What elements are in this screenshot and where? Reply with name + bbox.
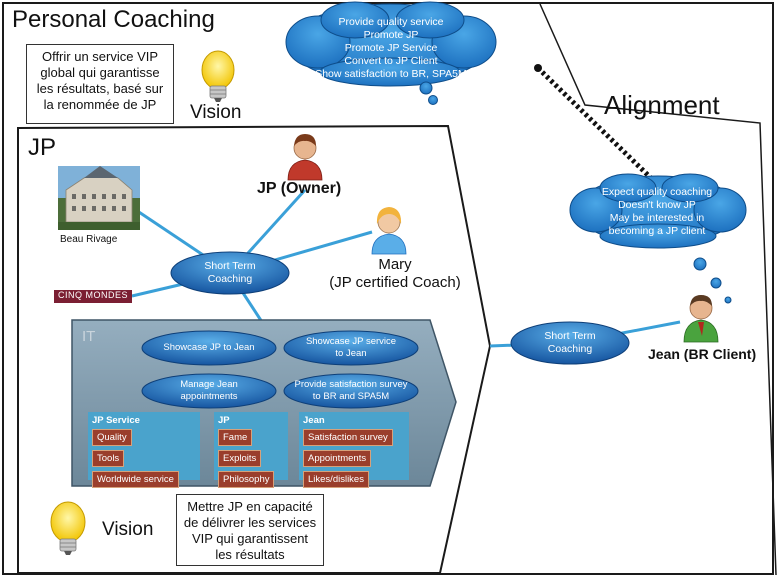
vision-top-line: la renommée de JP [43,97,157,112]
vision-bottom-line: Mettre JP en capacité [187,499,313,514]
stc-jean-line: Short Term [544,330,596,342]
stc-jean-line: Coaching [547,343,593,355]
it-action-line: Provide satisfaction survey [294,379,408,390]
beau-rivage-photo [58,166,140,230]
cloud-jp-line: Convert to JP Client [344,55,438,67]
category-item: Worldwide service [92,471,179,488]
cloud-jp-line: Provide quality service [338,16,444,28]
short-term-coaching-jp: Short Term Coaching [171,252,289,294]
category-title: Jean [303,415,325,426]
category-item: Quality [92,429,132,446]
client-label: Jean (BR Client) [648,346,757,362]
cinq-mondes-logo: CINQ MONDES [54,290,132,303]
jp-panel [17,124,492,574]
vision-statement-bottom: Mettre JP en capacité de délivrer les se… [176,494,324,566]
cloud-jean-line: Expect quality coaching [601,186,713,198]
vision-top-line: Offrir un service VIP [41,49,159,64]
category-title: JP Service [92,415,140,426]
it-action-line: Showcase JP service [305,336,397,347]
it-action-line: appointments [180,391,238,402]
vision-statement-top: Offrir un service VIP global qui garanti… [26,44,174,124]
owner-label: JP (Owner) [257,180,342,197]
category-jp: JP Fame Exploits Philosophy [214,412,288,488]
category-item: Likes/dislikes [303,471,369,488]
it-action-showcase-jp: Showcase JP to Jean [142,331,276,365]
cloud-jean-text: Expect quality coaching Doesn't know JP … [582,186,732,238]
vision-bottom-line: de délivrer les services [183,515,317,530]
category-item: Philosophy [218,471,275,488]
it-label: IT [82,328,96,345]
vision-top-line: les résultats, basé sur [36,81,164,96]
cloud-jean-line: becoming a JP client [608,225,706,237]
cloud-jean-shape [569,173,747,304]
category-item: Exploits [218,450,262,467]
it-action-line: Showcase JP to Jean [163,342,255,353]
alignment-link [536,66,657,184]
lightbulb-icon-top [201,50,235,102]
vision-bottom-line: les résultats [215,547,285,562]
jp-section-label: JP [28,134,57,161]
category-item: Satisfaction survey [303,429,393,446]
it-action-line: to BR and SPA5M [312,391,390,402]
person-icon-coach [371,207,407,255]
it-action-satisfaction-survey: Provide satisfaction survey to BR and SP… [284,374,418,408]
category-jp-service: JP Service Quality Tools Worldwide servi… [88,412,200,488]
cloud-jean-line: Doesn't know JP [618,199,696,211]
vision-label-bottom: Vision [102,519,154,540]
beau-rivage-label: Beau Rivage [60,234,118,245]
category-jean: Jean Satisfaction survey Appointments Li… [299,412,409,488]
category-item: Fame [218,429,253,446]
person-icon-owner [287,134,323,181]
page-title: Personal Coaching [12,6,215,33]
stc-jp-line: Coaching [207,273,253,285]
it-action-showcase-service: Showcase JP service to Jean [284,331,418,365]
short-term-coaching-jean: Short Term Coaching [511,322,629,364]
cloud-jp-line: Show satisfaction to BR, SPA5M [315,68,467,80]
cloud-jean-line: May be interested in [609,212,705,224]
vision-label-top: Vision [190,102,242,123]
alignment-label: Alignment [604,90,720,120]
cloud-jp-line: Promote JP [363,29,419,41]
category-title: JP [218,415,230,426]
lightbulb-icon-bottom [50,501,86,555]
cloud-jp-line: Promote JP Service [344,42,438,54]
coach-label: Mary (JP certified Coach) [320,256,470,292]
cloud-jp-text: Provide quality service Promote JP Promo… [296,16,486,81]
it-action-manage-appointments: Manage Jean appointments [142,374,276,408]
it-action-line: to Jean [335,348,367,359]
coach-name: Mary [378,256,412,273]
it-action-line: Manage Jean [180,379,238,390]
bubbles [141,251,630,409]
vision-bottom-line: VIP qui garantissent [191,531,309,546]
vision-top-line: global qui garantisse [40,65,160,80]
stc-jp-line: Short Term [204,260,256,272]
person-icon-client [683,295,719,343]
cloud-jp-shape [285,1,497,105]
category-item: Tools [92,450,125,467]
alignment-divider [539,3,777,576]
category-item: Appointments [303,450,372,467]
coach-role: (JP certified Coach) [329,274,461,291]
